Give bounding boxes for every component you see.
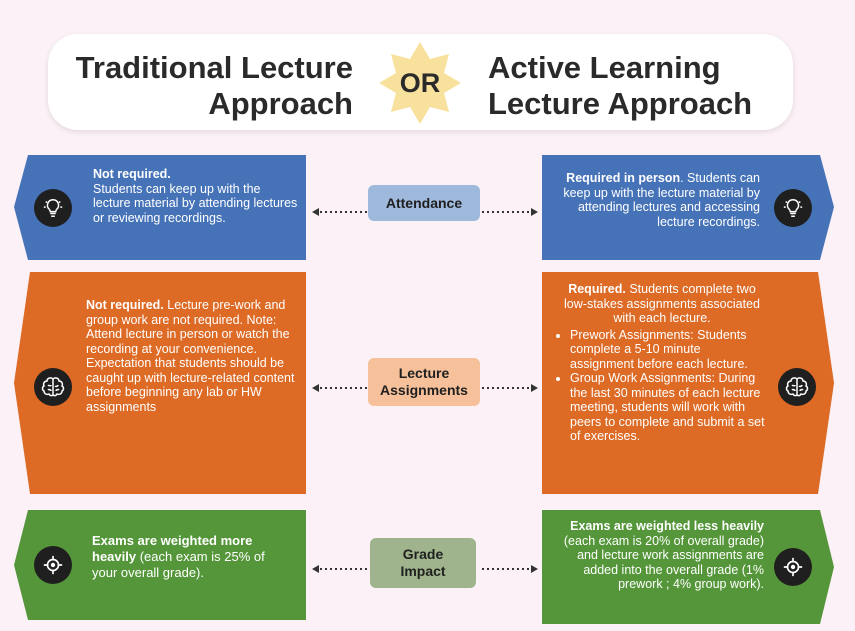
card-shape xyxy=(14,510,306,620)
attendance-traditional-text: Not required. Students can keep up with … xyxy=(93,167,298,225)
prework-bullet: Prework Assignments: Students complete a… xyxy=(570,328,768,372)
card-shape xyxy=(542,155,834,260)
grade-right-connector xyxy=(482,560,538,573)
active-learning-title: Active Learning Lecture Approach xyxy=(488,50,753,121)
assignments-right-connector xyxy=(482,379,538,392)
or-label: OR xyxy=(399,67,441,98)
lecture-assignments-label: Lecture Assignments xyxy=(368,358,480,406)
attendance-active-card: Required in person. Students can keep up… xyxy=(542,155,834,260)
lightbulb-icon xyxy=(34,189,72,227)
target-icon xyxy=(774,548,812,586)
brain-icon xyxy=(34,368,72,406)
brain-icon xyxy=(778,368,816,406)
attendance-left-connector xyxy=(312,203,370,216)
card-shape xyxy=(542,272,834,494)
header-banner: Traditional Lecture Approach OR Active L… xyxy=(48,34,793,130)
grade-active-text: Exams are weighted less heavily (each ex… xyxy=(563,519,764,591)
assignment-bullet-list: Prework Assignments: Students complete a… xyxy=(556,328,768,444)
attendance-traditional-card: Not required. Students can keep up with … xyxy=(14,155,306,260)
attendance-label: Attendance xyxy=(368,185,480,221)
assignments-active-text: Required. Students complete two low-stak… xyxy=(556,282,768,444)
or-badge: OR xyxy=(379,42,461,124)
traditional-lecture-title: Traditional Lecture Approach xyxy=(75,50,353,121)
attendance-active-text: Required in person. Students can keep up… xyxy=(563,171,760,229)
assignments-traditional-card: Not required. Lecture pre-work and group… xyxy=(14,272,306,494)
target-icon xyxy=(34,546,72,584)
assignments-left-connector xyxy=(312,379,370,392)
grade-left-connector xyxy=(312,560,370,573)
assignments-active-card: Required. Students complete two low-stak… xyxy=(542,272,834,494)
grade-impact-label: Grade Impact xyxy=(370,538,476,588)
card-shape xyxy=(14,272,306,494)
card-shape xyxy=(542,510,834,624)
card-shape xyxy=(14,155,306,260)
attendance-right-connector xyxy=(482,203,538,216)
group-work-bullet: Group Work Assignments: During the last … xyxy=(570,371,768,444)
starburst-shape xyxy=(379,42,461,124)
assignments-traditional-text: Not required. Lecture pre-work and group… xyxy=(86,298,295,414)
grade-active-card: Exams are weighted less heavily (each ex… xyxy=(542,510,834,624)
lightbulb-icon xyxy=(774,189,812,227)
grade-traditional-card: Exams are weighted more heavily (each ex… xyxy=(14,510,306,620)
grade-traditional-text: Exams are weighted more heavily (each ex… xyxy=(92,533,265,580)
